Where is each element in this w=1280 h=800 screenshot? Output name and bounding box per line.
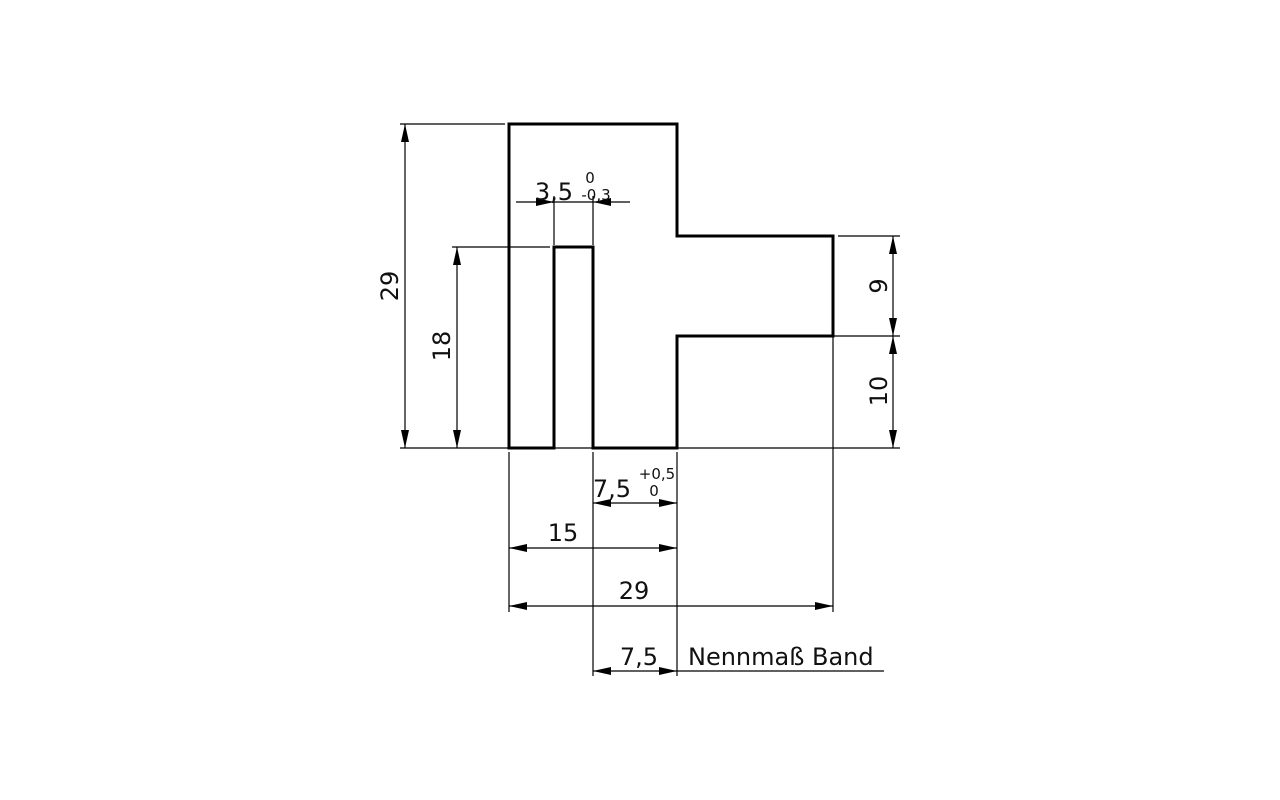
label-slot-width-tol-upper: 0: [585, 169, 595, 187]
label-gap-width-tol-upper: +0,5: [639, 465, 675, 483]
extension-lines: [400, 123, 900, 676]
label-stem-width: 15: [548, 519, 579, 547]
label-slot-width-tol-lower: -0,3: [581, 186, 610, 204]
label-nominal-width: 7,5: [620, 643, 658, 671]
dimension-total-height: 29: [376, 124, 409, 448]
label-total-height: 29: [376, 271, 404, 302]
dimension-stem-width: 15: [509, 519, 677, 552]
dimension-total-width: 29: [509, 577, 833, 610]
label-arm-upper: 9: [865, 278, 893, 293]
label-slot-height: 18: [428, 331, 456, 362]
label-gap-width: 7,5: [593, 475, 631, 503]
label-total-width: 29: [619, 577, 650, 605]
dimension-gap-width: 7,5 +0,5 0: [593, 465, 677, 507]
dimension-slot-width: 3,5 0 -0,3: [516, 169, 630, 206]
label-slot-width: 3,5: [535, 178, 573, 206]
dimension-arm-upper: 9: [865, 236, 897, 336]
dimension-slot-height: 18: [428, 247, 461, 448]
label-nominal-text: Nennmaß Band: [688, 643, 874, 671]
dimension-arm-lower: 10: [865, 336, 897, 448]
dimension-nominal-width: 7,5 Nennmaß Band: [593, 643, 884, 675]
label-arm-lower: 10: [865, 376, 893, 407]
label-gap-width-tol-lower: 0: [649, 482, 659, 500]
profile-outline: [507, 122, 835, 450]
